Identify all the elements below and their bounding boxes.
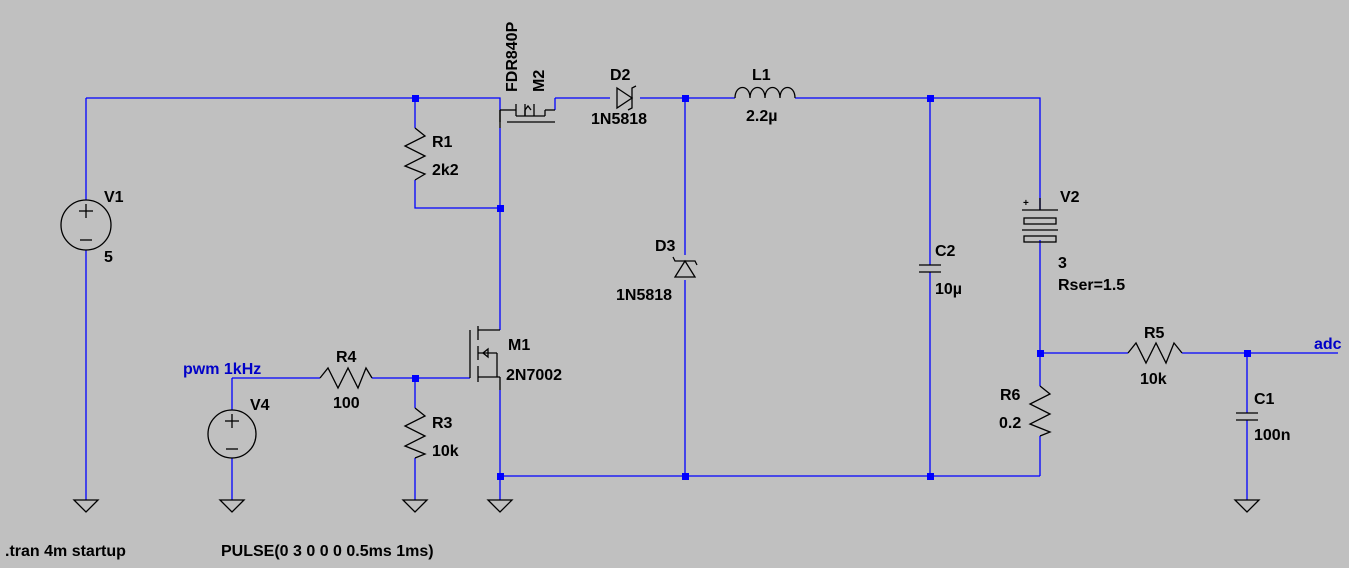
v4-source[interactable] — [207, 409, 257, 459]
r1-value: 2k2 — [432, 162, 459, 179]
l1-ref: L1 — [752, 67, 771, 84]
junction — [497, 205, 504, 212]
junction — [927, 95, 934, 102]
r4-ref: R4 — [336, 349, 357, 366]
inductor-icon — [734, 86, 796, 99]
grounds — [72, 499, 1261, 513]
wires — [85, 97, 1338, 500]
d2-value: 1N5818 — [591, 111, 647, 128]
r3-value: 10k — [432, 443, 459, 460]
r4-resistor[interactable] — [319, 366, 373, 390]
r4-value: 100 — [333, 395, 360, 412]
d3-value: 1N5818 — [616, 287, 672, 304]
net-label-pwm: pwm 1kHz — [183, 361, 261, 378]
spice-directive-tran[interactable]: .tran 4m startup — [5, 543, 126, 560]
v4-ref: V4 — [250, 397, 270, 414]
resistor-icon — [319, 366, 373, 390]
v1-source[interactable] — [60, 199, 112, 251]
c1-value: 100n — [1254, 427, 1290, 444]
battery-icon — [1023, 217, 1057, 225]
r3-ref: R3 — [432, 415, 453, 432]
wire-r1-bottom — [414, 180, 500, 209]
ground-icon — [218, 499, 246, 513]
junction — [927, 473, 934, 480]
d2-diode[interactable] — [616, 85, 637, 111]
c1-capacitor[interactable] — [1236, 412, 1258, 421]
ground-icon — [1233, 499, 1261, 513]
r5-ref: R5 — [1144, 325, 1165, 342]
r3-resistor[interactable] — [403, 407, 427, 459]
junction — [1244, 350, 1251, 357]
m2-pmos[interactable] — [499, 104, 555, 128]
wire-l1-v2 — [795, 97, 1041, 210]
net-label-adc: adc — [1314, 336, 1342, 353]
d3-diode[interactable] — [672, 256, 698, 278]
v1-value: 5 — [104, 249, 113, 266]
junction — [412, 95, 419, 102]
r6-resistor[interactable] — [1028, 385, 1052, 437]
v2-value: 3 — [1058, 255, 1067, 272]
voltage-source-icon — [207, 409, 257, 459]
junction — [682, 473, 689, 480]
r5-value: 10k — [1140, 371, 1167, 388]
ground-icon — [401, 499, 429, 513]
m2-value: FDR840P — [504, 21, 521, 92]
ground-icon — [72, 499, 100, 513]
r6-value: 0.2 — [999, 415, 1021, 432]
v4-pulse-spec[interactable]: PULSE(0 3 0 0 0 0.5ms 1ms) — [221, 543, 434, 560]
l1-value: 2.2µ — [746, 108, 777, 125]
resistor-icon — [403, 407, 427, 459]
junctions — [412, 95, 1251, 480]
junction — [412, 375, 419, 382]
m1-nmos[interactable] — [469, 326, 501, 390]
junction — [1037, 350, 1044, 357]
c2-value: 10µ — [935, 281, 962, 298]
v2-rser: Rser=1.5 — [1058, 277, 1125, 294]
resistor-icon — [1127, 341, 1183, 365]
c2-capacitor[interactable] — [919, 264, 941, 273]
junction — [682, 95, 689, 102]
v1-ref: V1 — [104, 189, 124, 206]
diode-icon — [616, 86, 634, 110]
c2-ref: C2 — [935, 243, 956, 260]
l1-inductor[interactable] — [734, 86, 796, 99]
v2-ref: V2 — [1060, 189, 1080, 206]
r1-ref: R1 — [432, 134, 453, 151]
wire-top-left — [86, 97, 501, 110]
r6-ref: R6 — [1000, 387, 1021, 404]
svg-text:+: + — [1023, 198, 1029, 209]
resistor-icon — [1028, 385, 1052, 437]
v2-battery[interactable]: + — [1022, 198, 1058, 243]
junction — [497, 473, 504, 480]
r5-resistor[interactable] — [1127, 341, 1183, 365]
resistor-icon — [403, 127, 427, 181]
d3-ref: D3 — [655, 238, 676, 255]
ground-icon — [486, 499, 514, 513]
d2-ref: D2 — [610, 67, 631, 84]
c1-ref: C1 — [1254, 391, 1275, 408]
m1-ref: M1 — [508, 337, 530, 354]
r1-resistor[interactable] — [403, 127, 427, 181]
m2-ref: M2 — [531, 70, 548, 92]
diode-icon — [673, 259, 697, 278]
voltage-source-icon — [60, 199, 112, 251]
m1-value: 2N7002 — [506, 367, 562, 384]
